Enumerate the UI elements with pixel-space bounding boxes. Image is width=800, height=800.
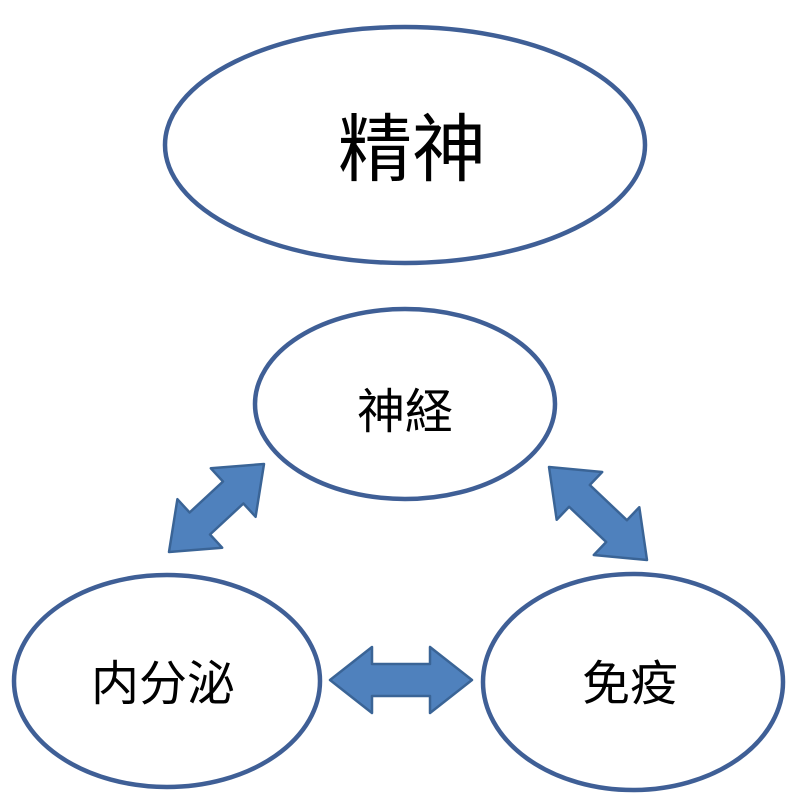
spirit-label: 精神 <box>338 107 486 193</box>
node-endocrine: 内分泌 <box>11 572 323 790</box>
node-immune: 免疫 <box>480 571 786 793</box>
arrow-nerve-immune <box>547 465 649 562</box>
node-nerve: 神経 <box>252 306 558 502</box>
nerve-label: 神経 <box>357 384 453 440</box>
nerve-ellipse <box>252 306 558 502</box>
arrow-nerve-endocrine <box>167 462 266 554</box>
endocrine-ellipse <box>11 572 323 790</box>
node-spirit: 精神 <box>162 24 648 266</box>
spirit-ellipse <box>162 24 648 266</box>
immune-ellipse <box>480 571 786 793</box>
arrow-endocrine-immune <box>328 645 474 715</box>
endocrine-label: 内分泌 <box>91 656 235 712</box>
immune-label: 免疫 <box>582 656 678 712</box>
